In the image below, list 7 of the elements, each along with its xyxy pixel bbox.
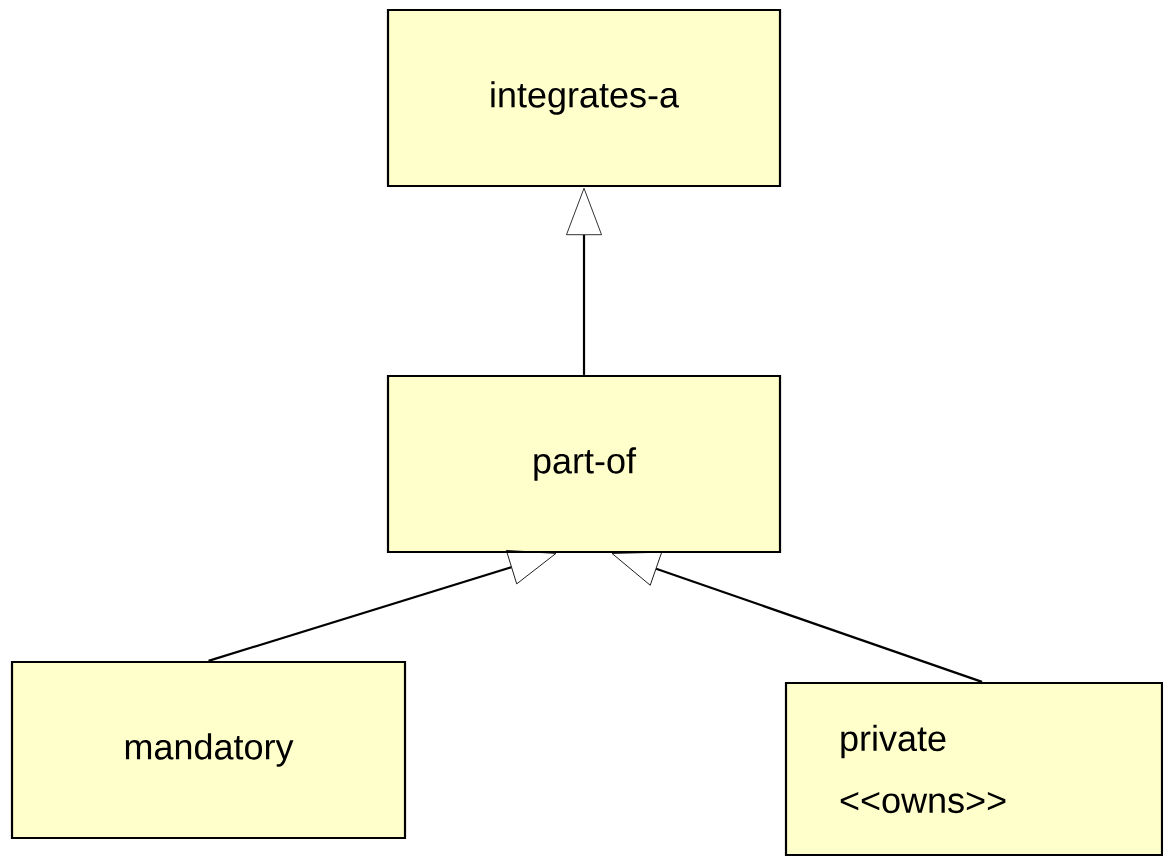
class-box: part-of [386,374,782,554]
generalization-arrow [566,187,602,375]
generalization-arrow [208,550,557,662]
generalization-arrow [611,551,983,683]
class-box: integrates-a [386,8,782,188]
class-box: private <<owns>> [784,681,1164,856]
class-box: mandatory [10,660,407,840]
